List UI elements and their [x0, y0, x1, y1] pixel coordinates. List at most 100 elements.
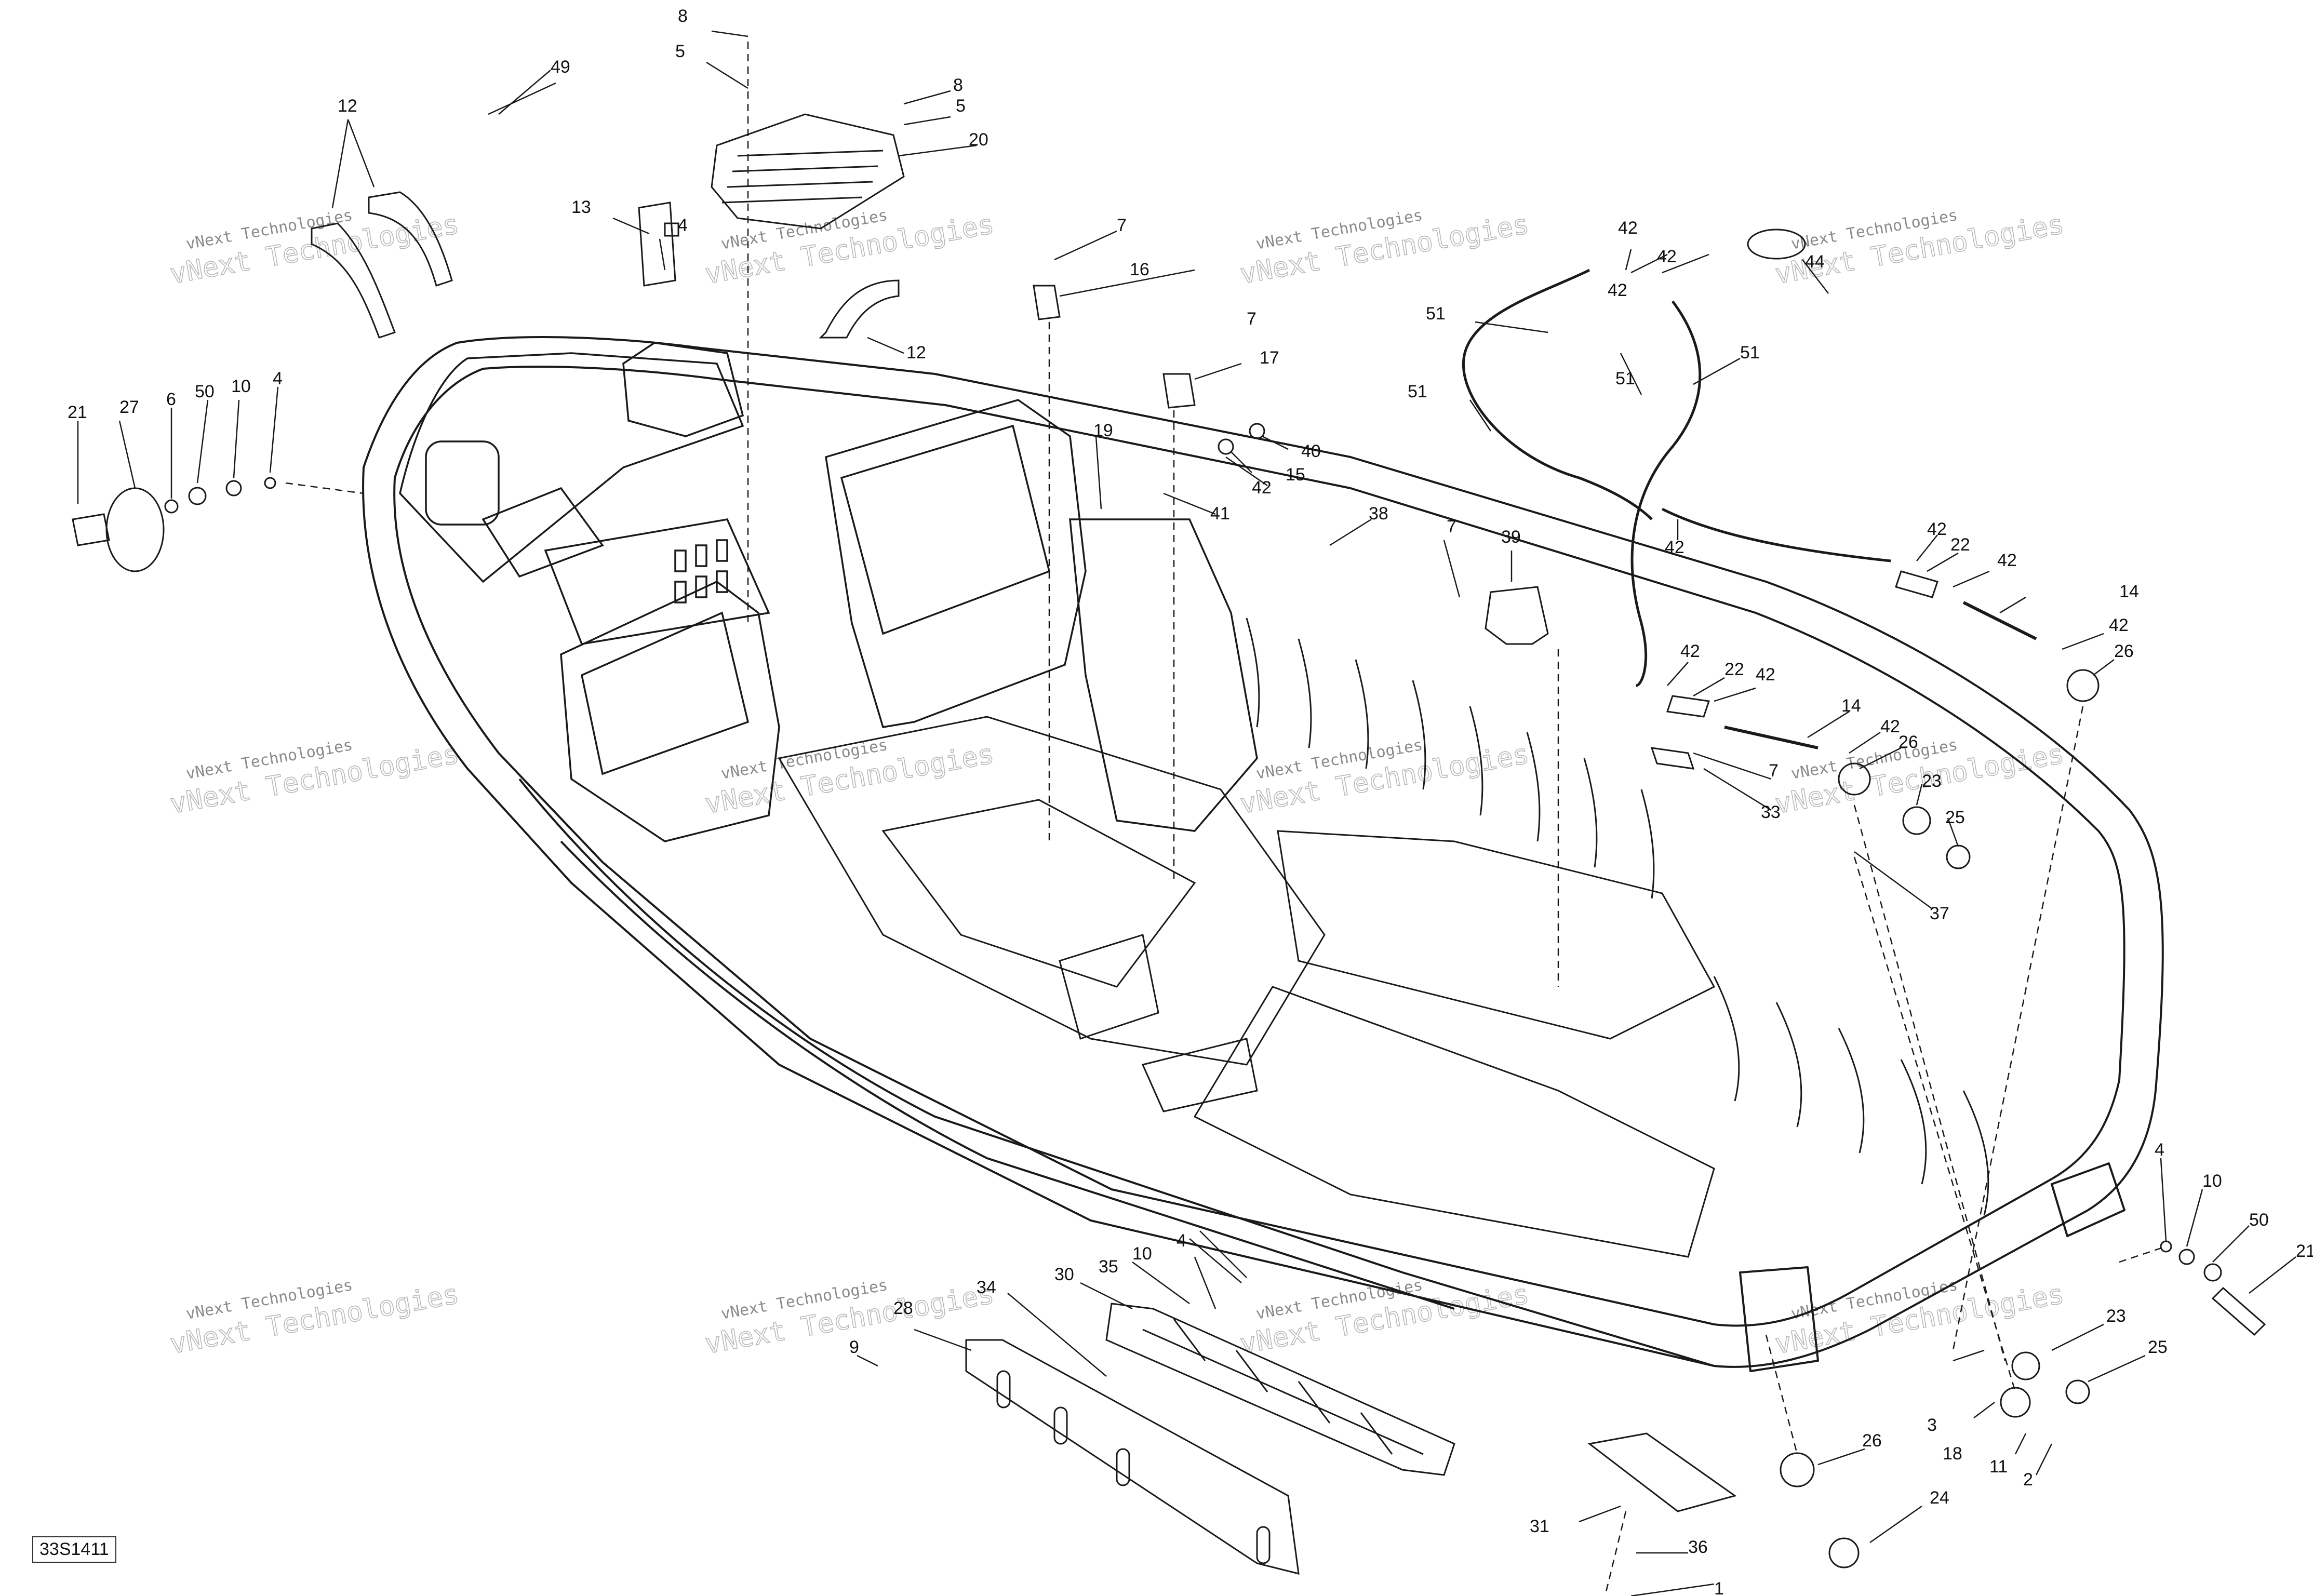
hose-14-b: [1724, 726, 1819, 749]
dashed-alignment: [285, 42, 2167, 1596]
callout-label: 51: [1426, 304, 1446, 324]
callout-labels: 1 2 3 4 4 4 4 5 5 6 7 7 7 7 8 8 9 10 10 …: [68, 6, 2313, 1596]
callout-label: 7: [1117, 216, 1127, 235]
washer-6: [164, 499, 179, 514]
front-seat: [560, 580, 780, 842]
washer-10-rear: [2178, 1249, 2195, 1265]
sponson-28-slots: [996, 1370, 1271, 1564]
callout-label: 40: [1301, 441, 1321, 461]
callout-label: 37: [1930, 904, 1949, 923]
callout-label: 51: [1740, 343, 1760, 363]
grab-handle-right: [368, 191, 453, 287]
grab-handle-center: [819, 279, 900, 339]
callout-label: 18: [1943, 1444, 1962, 1464]
callout-label: 51: [1408, 382, 1427, 401]
callout-label: 12: [338, 96, 357, 116]
callout-label: 27: [119, 397, 139, 417]
drain-plug-26-b: [1838, 762, 1871, 796]
storage-console: [1069, 518, 1258, 832]
callout-label: 49: [551, 57, 570, 77]
callout-label: 6: [166, 390, 176, 409]
connector-22-a: [1895, 570, 1938, 598]
callout-label: 8: [678, 6, 688, 26]
stern-step: [2051, 1162, 2125, 1237]
hull-chine: [560, 840, 1455, 1310]
cap-25-a: [1946, 844, 1971, 869]
bracket-17: [1162, 373, 1196, 409]
callout-label: 51: [1615, 369, 1635, 388]
watermarks: vNext Technologies vNext Technologies vN…: [167, 206, 2067, 1361]
callout-label: 7: [1247, 309, 1256, 329]
clip-4: [664, 222, 679, 237]
callout-label: 36: [1688, 1537, 1708, 1557]
callout-label: 42: [1618, 218, 1638, 238]
nut-4-rear: [2160, 1240, 2172, 1253]
callout-label: 8: [953, 75, 963, 95]
callout-label: 10: [231, 377, 251, 396]
hose-51-b: [1630, 300, 1702, 687]
callout-label: 25: [2148, 1337, 2168, 1357]
callout-label: 42: [1608, 280, 1627, 300]
callout-label: 42: [1997, 551, 2017, 570]
callout-label: 4: [2155, 1140, 2164, 1160]
outlet-23-a: [1902, 806, 1931, 835]
floor: [778, 716, 1716, 1258]
callout-label: 33: [1761, 802, 1781, 822]
grab-handle-left: [311, 222, 396, 339]
front-compartment: [399, 342, 770, 645]
sponson-30: [1105, 1303, 1455, 1476]
callout-label: 44: [1805, 252, 1825, 272]
diagram-reference-code: 33S1411: [32, 1536, 116, 1563]
hull-ribs: [1246, 618, 1989, 1216]
callout-label: 20: [969, 130, 988, 150]
leader-lines: [77, 30, 2296, 1596]
callout-label: 10: [2202, 1171, 2222, 1191]
callout-label: 24: [1930, 1488, 1949, 1508]
callout-label: 11: [1989, 1457, 2008, 1477]
callout-label: 42: [1880, 717, 1900, 736]
washer-10: [225, 480, 242, 497]
nut-4: [264, 477, 276, 489]
stern-block: [1739, 1266, 1819, 1372]
callout-label: 22: [1950, 535, 1970, 555]
callout-label: 30: [1054, 1265, 1074, 1284]
fitting-24: [1828, 1537, 1860, 1568]
connector-22-b: [1666, 695, 1710, 718]
callout-label: 17: [1260, 348, 1279, 368]
callout-label: 22: [1724, 660, 1744, 679]
callout-label: 1: [1714, 1579, 1724, 1596]
callout-label: 3: [1927, 1415, 1937, 1435]
callout-label: 23: [1922, 771, 1942, 791]
callout-label: 28: [893, 1298, 913, 1318]
callout-label: 14: [1841, 696, 1861, 716]
callout-label: 42: [2109, 615, 2129, 635]
washer-50-rear: [2203, 1263, 2222, 1282]
callout-label: 19: [1093, 421, 1113, 440]
hull-body: [362, 336, 2164, 1372]
drain-plug-26-a: [2066, 669, 2100, 702]
callout-label: 7: [1447, 517, 1456, 537]
callout-label: 21: [68, 403, 87, 422]
callout-label: 42: [1657, 247, 1677, 266]
callout-label: 42: [1252, 478, 1272, 498]
front-vents: [674, 539, 728, 603]
callout-label: 10: [1132, 1244, 1152, 1264]
bilge-pump-39: [1485, 586, 1549, 645]
callout-label: 13: [571, 197, 591, 217]
drain-plug-26-c: [1780, 1452, 1815, 1487]
hose-51-a: [1462, 269, 1653, 520]
rear-seat: [825, 399, 1087, 728]
hull-keel: [518, 778, 1715, 1367]
callout-label: 9: [849, 1337, 859, 1357]
callout-label: 5: [675, 42, 685, 61]
callout-label: 26: [1862, 1431, 1882, 1451]
callout-label: 7: [1769, 761, 1779, 781]
callout-label: 42: [1927, 519, 1947, 539]
callout-label: 16: [1130, 260, 1149, 279]
bracket-13: [638, 202, 676, 287]
callout-label: 26: [1898, 732, 1918, 752]
callout-label: 15: [1286, 465, 1305, 485]
seats: [560, 399, 1258, 842]
bolt-21-rear: [2211, 1286, 2266, 1336]
hull-outline: [362, 336, 2164, 1368]
